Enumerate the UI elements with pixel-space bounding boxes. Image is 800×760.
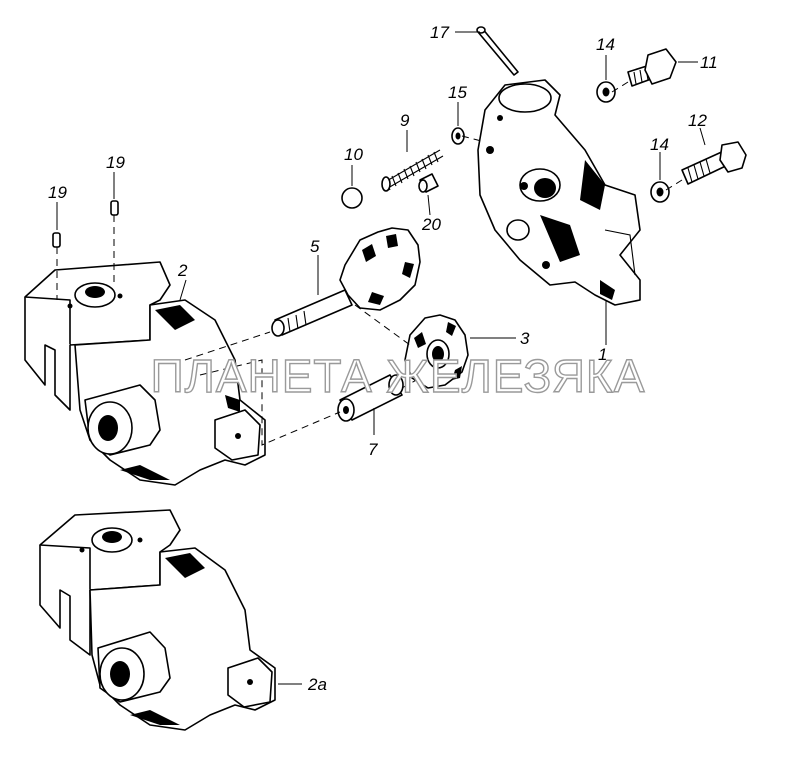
callout-2: 2 <box>177 261 188 280</box>
pump-housing-part-2 <box>24 261 266 486</box>
callout-10: 10 <box>344 145 363 164</box>
ball-part-10 <box>341 187 363 209</box>
callout-5: 5 <box>310 237 320 256</box>
callout-20: 20 <box>421 215 441 234</box>
pump-cover-part-1 <box>477 79 641 306</box>
callout-2a: 2а <box>307 675 327 694</box>
dowel-pin-part-19-left <box>52 232 61 248</box>
callout-19-left: 19 <box>48 183 67 202</box>
watermark-text: ПЛАНЕТА ЖЕЛЕЗЯКА <box>151 350 646 402</box>
callout-labels: 17 14 11 12 14 15 9 10 20 19 19 2 5 3 1 … <box>48 23 718 694</box>
spring-part-9 <box>381 149 444 192</box>
cotter-pin-part-17 <box>476 26 519 76</box>
drive-gear-part-5 <box>271 227 421 337</box>
bolt-part-11 <box>627 48 677 87</box>
callout-3: 3 <box>520 329 530 348</box>
callout-17: 17 <box>430 23 449 42</box>
callout-19-right: 19 <box>106 153 125 172</box>
callout-1: 1 <box>598 345 607 364</box>
plunger-part-20 <box>418 173 439 193</box>
leader-lines <box>56 31 706 685</box>
callout-12: 12 <box>688 111 707 130</box>
callout-15: 15 <box>448 83 467 102</box>
callout-7: 7 <box>368 440 378 459</box>
washer-part-14-upper <box>596 81 616 103</box>
dowel-pin-part-19-right <box>110 200 119 216</box>
axle-part-7 <box>337 374 404 422</box>
callout-11: 11 <box>700 53 718 72</box>
washer-part-14-lower <box>650 181 670 203</box>
pump-housing-part-2a <box>39 509 276 731</box>
driven-gear-part-3 <box>404 314 469 389</box>
callout-9: 9 <box>400 111 410 130</box>
bolt-part-12 <box>681 141 747 185</box>
callout-14-upper: 14 <box>596 35 615 54</box>
washer-part-15 <box>451 127 465 145</box>
callout-14-lower: 14 <box>650 135 669 154</box>
